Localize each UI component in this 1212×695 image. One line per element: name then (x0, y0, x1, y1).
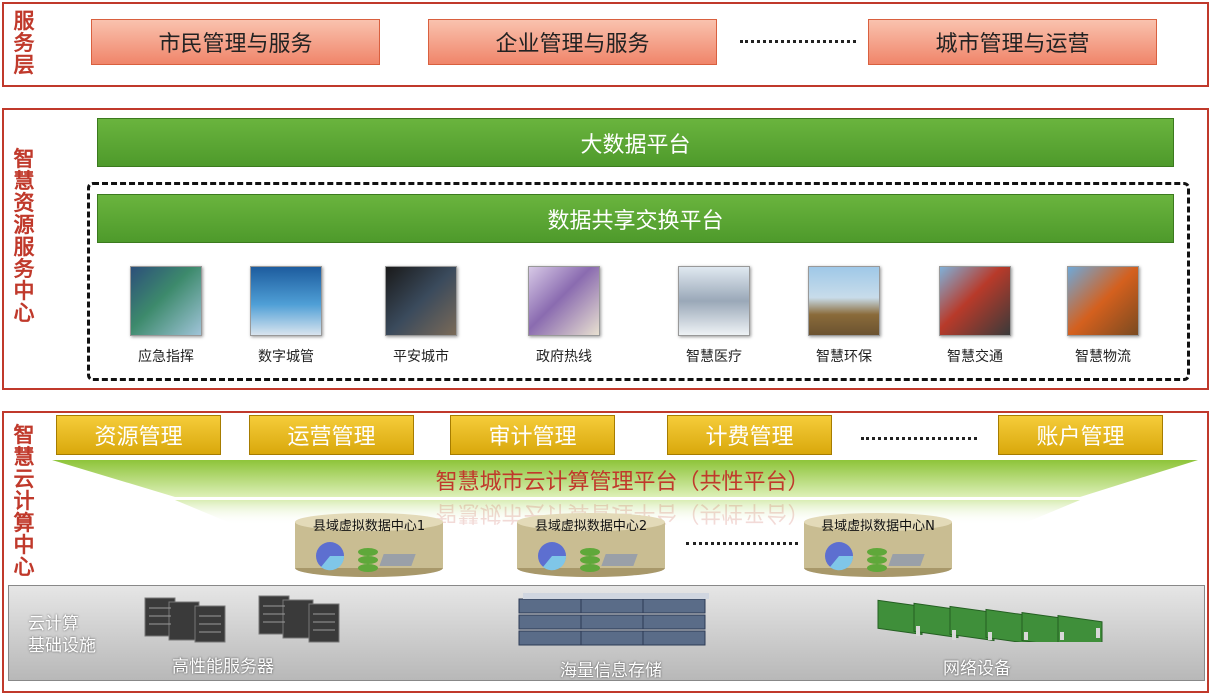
app-smart-env: 智慧环保 (789, 266, 899, 366)
emergency-command-image (130, 266, 202, 336)
vdc-cylinder-icon (295, 513, 443, 577)
network-label: 网络设备 (943, 659, 1011, 679)
vdc-n: 县域虚拟数据中心N (803, 512, 953, 578)
cloud-center-label: 智慧云计算中心 (13, 423, 35, 579)
vdc-1: 县域虚拟数据中心1 (294, 512, 444, 578)
storage-label: 海量信息存储 (560, 661, 662, 681)
digital-city-image (250, 266, 322, 336)
server-rack-icon (144, 595, 340, 643)
app-smart-medical: 智慧医疗 (659, 266, 769, 366)
module-resource: 资源管理 (56, 415, 221, 455)
app-smart-traffic: 智慧交通 (920, 266, 1030, 366)
safe-city-image (385, 266, 457, 336)
smart-traffic-image (939, 266, 1011, 336)
cloud-platform-title: 智慧城市云计算管理平台（共性平台） (435, 470, 810, 495)
module-ellipsis (861, 437, 977, 440)
vdc-title: 县域虚拟数据中心N (821, 519, 935, 534)
smart-medical-image (678, 266, 750, 336)
vdc-2: 县域虚拟数据中心2 (516, 512, 666, 578)
smart-logistics-image (1067, 266, 1139, 336)
exchange-region (87, 182, 1190, 381)
app-gov-hotline: 政府热线 (509, 266, 619, 366)
data-exchange-platform: 数据共享交换平台 (97, 194, 1174, 243)
module-account: 账户管理 (998, 415, 1163, 455)
vdc-title: 县域虚拟数据中心2 (534, 519, 648, 534)
app-label: 智慧环保 (816, 349, 872, 365)
gov-hotline-image (528, 266, 600, 336)
service-ellipsis (740, 40, 856, 43)
storage-array-icon (518, 593, 709, 646)
module-audit: 审计管理 (450, 415, 615, 455)
app-label: 平安城市 (393, 349, 449, 365)
service-city: 城市管理与运营 (868, 19, 1157, 65)
app-digital-city: 数字城管 (231, 266, 341, 366)
vdc-title: 县域虚拟数据中心1 (312, 519, 426, 534)
module-billing: 计费管理 (667, 415, 832, 455)
app-label: 应急指挥 (138, 349, 194, 365)
app-label: 政府热线 (536, 349, 592, 365)
vdc-cylinder-icon (517, 513, 665, 577)
service-citizen: 市民管理与服务 (91, 19, 380, 65)
app-emergency: 应急指挥 (111, 266, 221, 366)
network-device-icon (877, 599, 1103, 642)
infra-label-line1: 云计算 (28, 614, 79, 634)
app-safe-city: 平安城市 (366, 266, 476, 366)
smart-env-image (808, 266, 880, 336)
big-data-platform: 大数据平台 (97, 118, 1174, 167)
app-label: 智慧交通 (947, 349, 1003, 365)
app-label: 智慧医疗 (686, 349, 742, 365)
app-label: 智慧物流 (1075, 349, 1131, 365)
infra-label-line2: 基础设施 (28, 636, 96, 656)
app-label: 数字城管 (258, 349, 314, 365)
servers-label: 高性能服务器 (172, 657, 274, 677)
vdc-ellipsis (686, 542, 798, 545)
service-layer-label: 服务层 (13, 9, 35, 77)
vdc-cylinder-icon (804, 513, 952, 577)
app-smart-logistics: 智慧物流 (1048, 266, 1158, 366)
resource-center-label: 智慧资源服务中心 (13, 147, 35, 325)
service-enterprise: 企业管理与服务 (428, 19, 717, 65)
module-operation: 运营管理 (249, 415, 414, 455)
